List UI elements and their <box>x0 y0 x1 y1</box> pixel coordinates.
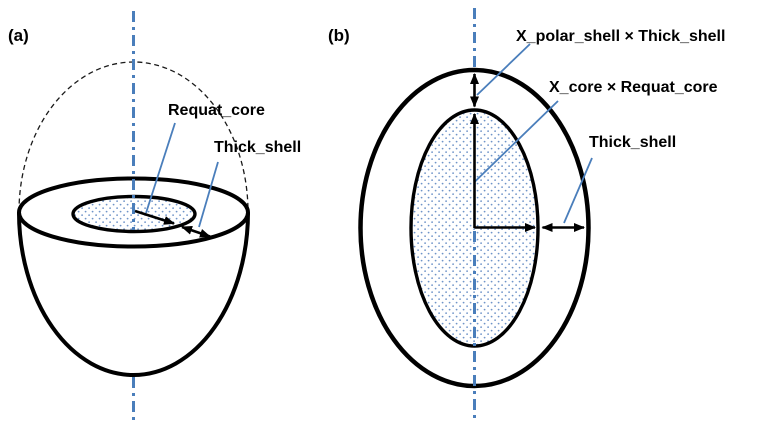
panel-b-tag: (b) <box>328 26 350 45</box>
label-polar-shell-thickness: X_polar_shell × Thick_shell <box>516 28 725 45</box>
leader-line-thick-shell-a <box>198 161 219 228</box>
label-requat-core: Requat_core <box>168 102 265 119</box>
leader-line-core-polar <box>473 100 559 183</box>
panel-b: (b) X_polar_shell × Thick_shell X_core ×… <box>328 8 725 418</box>
leader-line-requat-core <box>145 122 176 214</box>
hemisphere-bowl-outline <box>17 212 250 377</box>
core-cross-section-ellipse <box>71 194 197 234</box>
panel-a-tag: (a) <box>8 26 29 45</box>
leader-line-polar-shell <box>476 43 531 96</box>
leader-line-thick-shell-b <box>563 157 593 224</box>
panel-a: (a) Requat_core Thick_shell <box>8 11 301 425</box>
label-thick-shell-b: Thick_shell <box>589 134 676 151</box>
label-core-polar-radius: X_core × Requat_core <box>549 79 718 96</box>
label-thick-shell-a: Thick_shell <box>214 139 301 156</box>
core-radius-arrow <box>134 209 175 225</box>
shell-thickness-double-arrow-a <box>181 225 211 238</box>
